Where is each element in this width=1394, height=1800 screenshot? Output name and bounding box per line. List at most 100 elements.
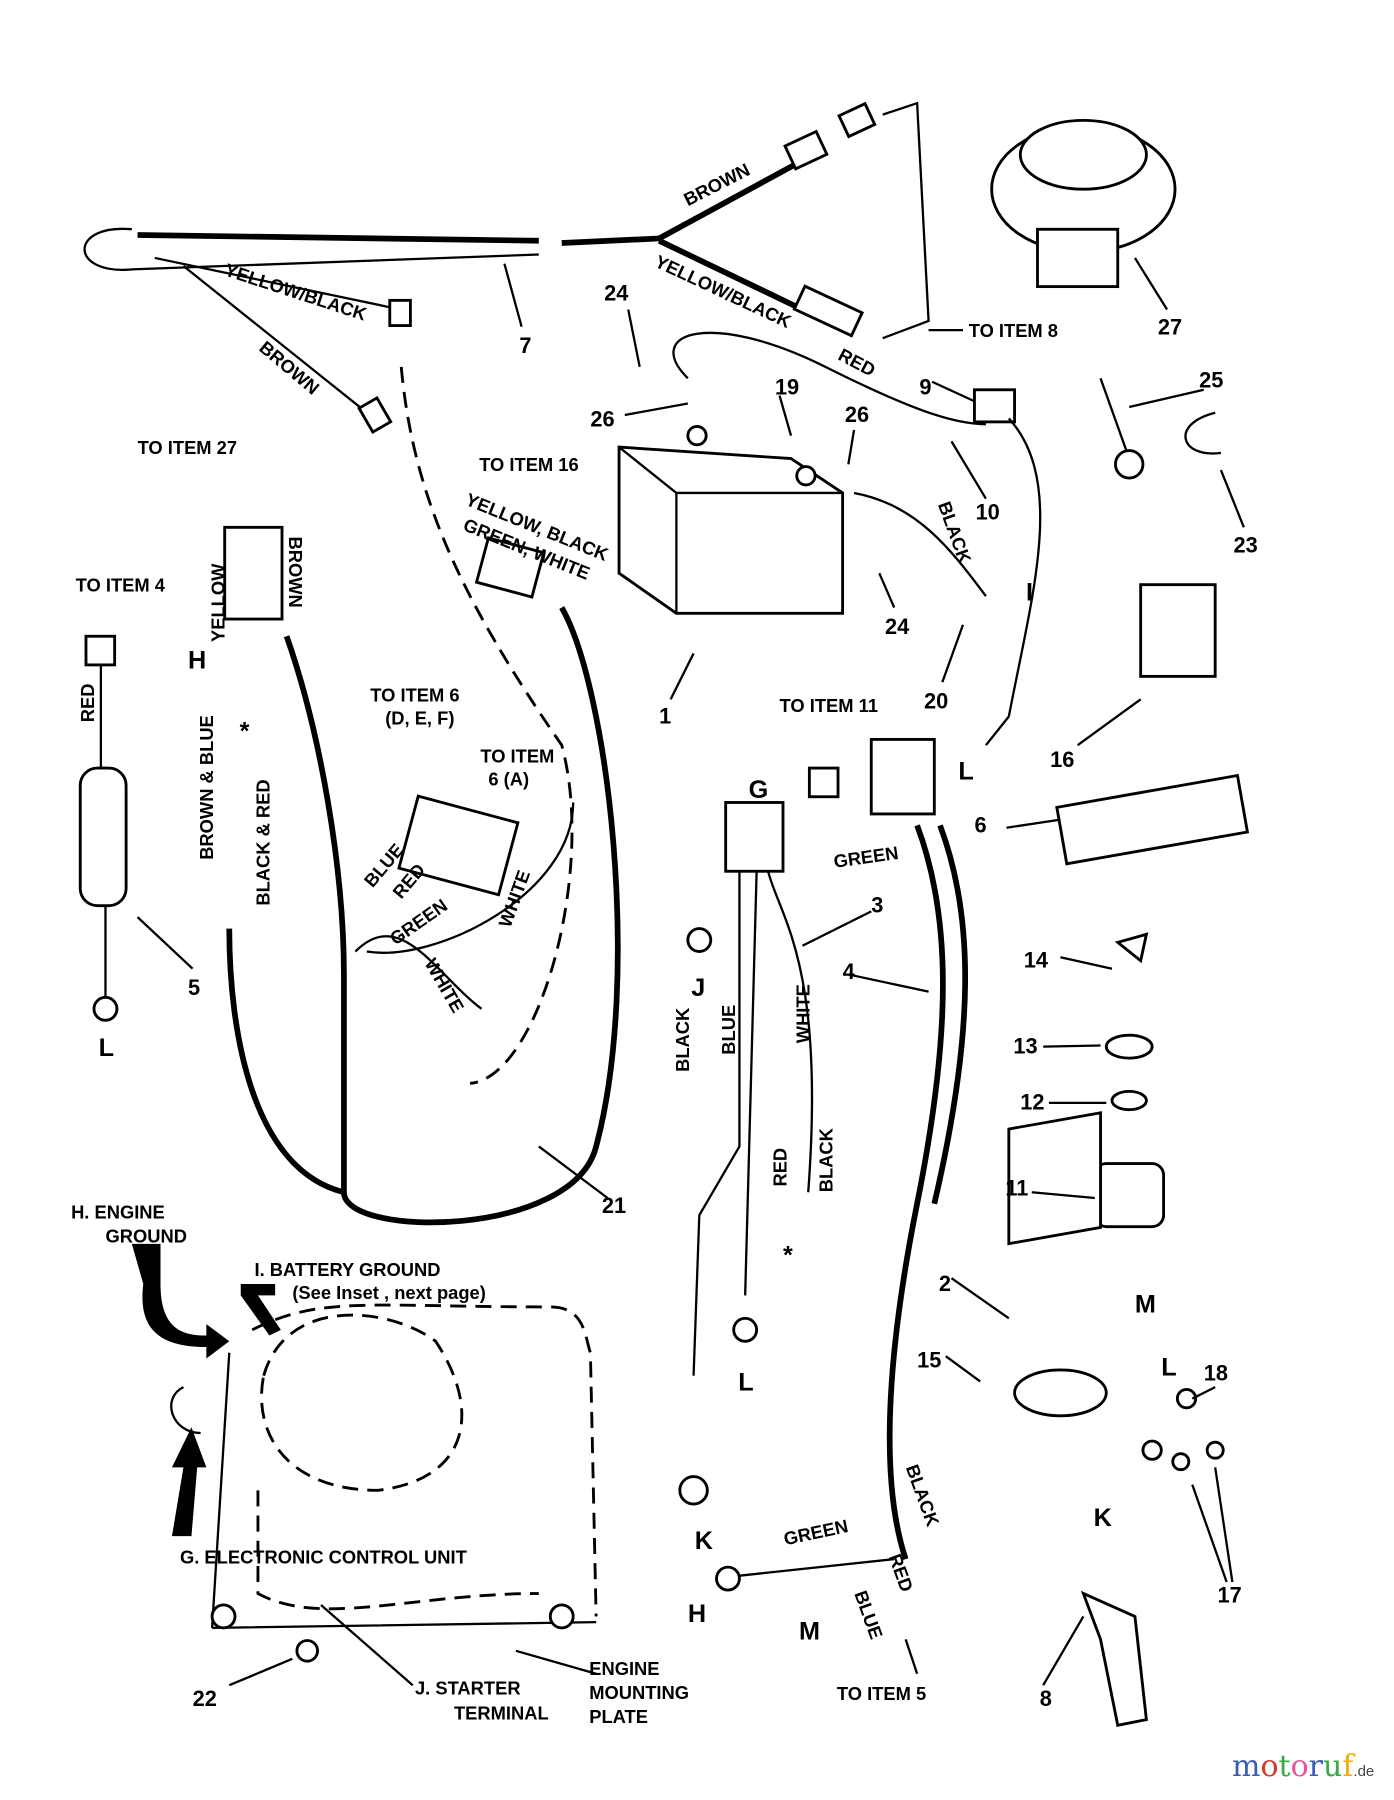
part-number: 25 [1199, 367, 1223, 392]
battery-item-1 [617, 331, 1042, 746]
terminal-letter: * [783, 1241, 793, 1269]
part-number: 26 [845, 402, 869, 427]
wire-label: BLACK [815, 1127, 836, 1192]
terminal-letter: G [749, 776, 769, 804]
wire-label: BROWN [680, 159, 753, 210]
terminal-letter: L [958, 758, 973, 786]
watermark-letter: f [1342, 1749, 1354, 1784]
part-number: 10 [976, 499, 1000, 524]
part-number: 2 [939, 1271, 951, 1296]
terminal-letter: H [688, 1600, 706, 1628]
callout: TO ITEM 27 [138, 437, 237, 458]
wire-label: BLACK & RED [252, 779, 273, 905]
callout: TO ITEM 6 [370, 685, 459, 706]
wire-label: GREEN [782, 1515, 850, 1549]
wire-labels: BROWN YELLOW/BLACK YELLOW/BLACK BROWN RE… [77, 159, 976, 1642]
wire-label: WHITE [421, 954, 469, 1016]
terminal-letter: H [188, 646, 206, 674]
terminal-letter: L [1161, 1354, 1176, 1382]
mounting-plate-label: MOUNTING [589, 1682, 689, 1703]
part-number: 27 [1158, 315, 1182, 340]
harness-item-7 [83, 101, 963, 435]
part-number: 8 [1040, 1686, 1052, 1711]
wire-label: YELLOW/BLACK [652, 251, 795, 333]
part-number: 3 [871, 893, 883, 918]
watermark-logo: motoruf.de [1232, 1752, 1374, 1782]
mounting-plate-label: ENGINE [589, 1658, 659, 1679]
wire-label: RED [885, 1551, 918, 1595]
part-number: 9 [919, 374, 931, 399]
ecu-label: G. ELECTRONIC CONTROL UNIT [180, 1547, 467, 1568]
engine-mounting-plate [131, 1243, 598, 1687]
wire-label: RED [77, 684, 98, 723]
battery-ground-label: I. BATTERY GROUND [255, 1259, 441, 1280]
callout: TO ITEM 8 [969, 320, 1058, 341]
watermark-letter: o [1290, 1749, 1309, 1784]
part-number: 1 [659, 703, 671, 728]
terminal-letter: M [799, 1617, 820, 1645]
battery-ground-note: (See Inset , next page) [292, 1282, 486, 1303]
part-number: 6 [974, 812, 986, 837]
part-number: 21 [602, 1193, 626, 1218]
terminal-letter: K [695, 1527, 713, 1555]
part-number: 24 [885, 614, 909, 639]
mounting-plate-label: PLATE [589, 1706, 648, 1727]
engine-ground-label: GROUND [105, 1226, 186, 1247]
wire-label: BROWN [285, 537, 306, 608]
callout: TO ITEM 11 [780, 695, 878, 716]
part-number: 14 [1024, 948, 1048, 973]
wire-label: GREEN [832, 842, 899, 872]
wire-label: BLUE [850, 1588, 887, 1642]
callout: TO ITEM [480, 745, 554, 766]
wire-label: BLUE [718, 1005, 739, 1055]
wire-label: BLACK [934, 499, 976, 567]
watermark-suffix: .de [1353, 1763, 1375, 1780]
terminal-letter: L [99, 1034, 114, 1062]
part-number: 26 [590, 406, 614, 431]
right-side-parts [990, 118, 1250, 1728]
part-number: 17 [1217, 1583, 1241, 1608]
wire-label: RED [769, 1148, 790, 1187]
callout: TO ITEM 16 [479, 454, 578, 475]
harness-item-21 [223, 366, 621, 1226]
callout: (D, E, F) [385, 708, 454, 729]
part-number: 20 [924, 688, 948, 713]
wire-label: BLACK [902, 1462, 944, 1530]
terminal-letter: K [1094, 1504, 1112, 1532]
wire-label: WHITE [792, 984, 813, 1043]
callout: TO ITEM 5 [837, 1683, 926, 1704]
part-number: 11 [1005, 1176, 1028, 1201]
watermark-letter: r [1308, 1749, 1323, 1784]
part-number: 22 [193, 1686, 217, 1711]
part-number: 5 [188, 975, 200, 1000]
fuse-holder-item-5 [78, 634, 128, 1022]
part-number: 23 [1234, 533, 1258, 558]
part-number: 19 [775, 374, 799, 399]
part-number: 12 [1020, 1090, 1044, 1115]
wire-label: BROWN & BLUE [196, 715, 217, 860]
terminal-letter: * [240, 717, 250, 745]
part-number: 24 [604, 280, 628, 305]
part-number: 18 [1204, 1360, 1228, 1385]
terminal-letters: H * I L G L J * M L L K K H M [99, 579, 1177, 1646]
part-number: 4 [843, 959, 855, 984]
callout: TO ITEM 4 [76, 575, 166, 596]
part-number: 13 [1013, 1034, 1037, 1059]
terminal-letter: L [738, 1369, 753, 1397]
watermark-letter: u [1322, 1749, 1343, 1784]
part-number: 7 [519, 333, 531, 358]
engine-labels: H. ENGINE GROUND I. BATTERY GROUND (See … [71, 1202, 689, 1727]
wire-label: BROWN [255, 337, 323, 399]
terminal-letter: I [1026, 579, 1033, 607]
wire-label: BLACK [672, 1007, 693, 1072]
harness-items-3-4 [678, 737, 968, 1592]
watermark-letter: o [1260, 1749, 1279, 1784]
engine-ground-label: H. ENGINE [71, 1202, 165, 1223]
callout-labels: TO ITEM 8 TO ITEM 27 TO ITEM 16 TO ITEM … [76, 320, 1058, 1704]
starter-terminal-label: TERMINAL [454, 1703, 549, 1724]
part-number: 15 [917, 1348, 941, 1373]
watermark-letter: t [1278, 1749, 1291, 1784]
wire-label: YELLOW [208, 563, 229, 642]
